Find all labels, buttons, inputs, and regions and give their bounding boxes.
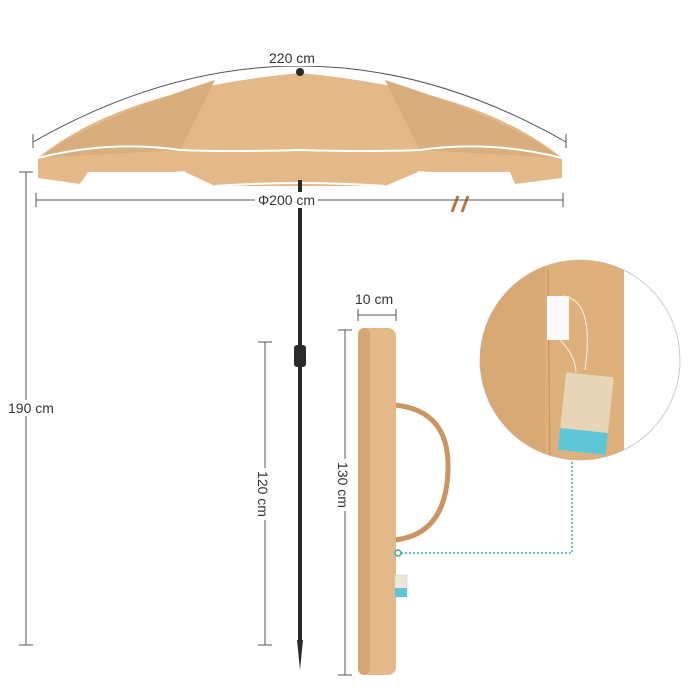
callout-dotted-line (401, 455, 573, 554)
umbrella-pole (294, 180, 306, 670)
umbrella-canopy (37, 68, 563, 187)
ground-pegs (450, 195, 470, 213)
canopy-arc-dimension-line (32, 65, 567, 143)
tag-detail-magnifier (479, 259, 681, 461)
carry-bag (358, 328, 451, 675)
total-height-label: 190 cm (5, 400, 57, 416)
canopy-diameter-label: Φ200 cm (255, 192, 319, 208)
bag-length-label: 130 cm (334, 459, 351, 511)
brand-label (547, 296, 569, 340)
pole-lower-label: 120 cm (254, 468, 271, 520)
hang-tag (557, 372, 614, 455)
canopy-arc-label: 220 cm (266, 50, 318, 66)
bag-width-label: 10 cm (352, 291, 397, 307)
